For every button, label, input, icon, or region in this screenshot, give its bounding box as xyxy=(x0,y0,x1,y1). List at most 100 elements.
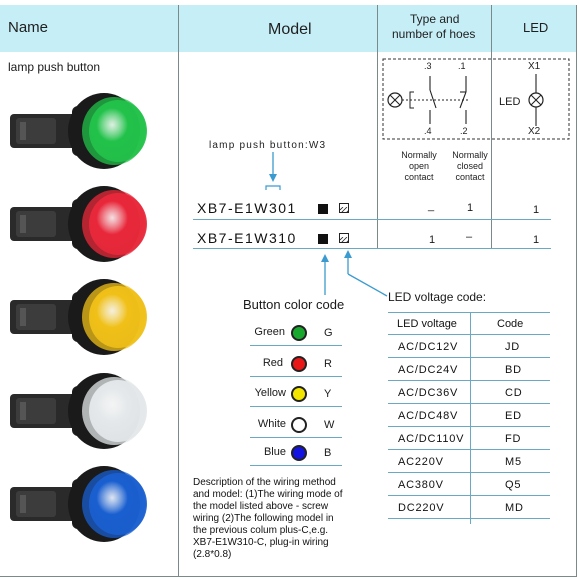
header-type-line2: number of hoes xyxy=(392,27,476,41)
model-row-2-line xyxy=(193,248,551,249)
header-led: LED xyxy=(523,20,549,35)
led-voltage-header-line xyxy=(388,334,550,335)
led-voltage-value: AC/DC48V xyxy=(398,410,459,422)
description-line: the previous colum plus-C,e.g. xyxy=(193,525,329,536)
led-voltage-value: DC220V xyxy=(398,502,445,514)
led-voltage-col2-header: Code xyxy=(497,318,524,330)
description-line: (2.8*0.8) xyxy=(193,549,232,560)
color-name-green: Green xyxy=(254,326,285,338)
model-code-label: lamp push button:W3 xyxy=(209,140,327,151)
color-swatch-white xyxy=(291,417,307,433)
lamp-green-image xyxy=(10,93,147,169)
color-row-underline xyxy=(250,465,342,466)
description-line: Description of the wiring method xyxy=(193,477,336,488)
model-row-1-filled-square xyxy=(318,204,328,214)
led-voltage-code: BD xyxy=(505,364,522,376)
model-row-1-code: XB7-E1W301 xyxy=(197,200,297,216)
model-code-pointer xyxy=(265,152,281,190)
led-voltage-row-line xyxy=(388,472,550,473)
color-swatch-yellow xyxy=(291,386,307,402)
lamp-red-image xyxy=(10,186,147,262)
code-pointer-arrows xyxy=(321,250,388,297)
color-code-red: R xyxy=(324,358,332,370)
terminal-x2: X2 xyxy=(528,126,541,137)
product-label: lamp push button xyxy=(8,60,101,74)
color-name-yellow: Yellow xyxy=(254,387,286,399)
description-line: the model listed above - screw xyxy=(193,501,329,512)
row-2-nc: – xyxy=(466,231,473,243)
led-voltage-title: LED voltage code: xyxy=(388,290,487,304)
col-divider-model xyxy=(377,5,378,248)
description-line: XB7-E1W310-C, plug-in wiring xyxy=(193,537,329,548)
wiring-diagram xyxy=(382,58,570,140)
led-voltage-row-line xyxy=(388,495,550,496)
led-voltage-code: JD xyxy=(505,341,521,353)
row-2-led: 1 xyxy=(533,234,540,246)
color-code-green: G xyxy=(324,327,333,339)
lamp-blue-image xyxy=(10,466,147,542)
color-row-underline xyxy=(250,345,342,346)
model-row-2-code: XB7-E1W310 xyxy=(197,230,297,246)
led-voltage-code: CD xyxy=(505,387,523,399)
header-model: Model xyxy=(268,21,312,38)
terminal-2: .2 xyxy=(460,126,468,136)
header-name: Name xyxy=(8,19,49,36)
col-divider-right xyxy=(576,5,577,577)
color-name-blue: Blue xyxy=(263,446,286,458)
row-2-no: 1 xyxy=(429,234,436,246)
led-voltage-value: AC/DC110V xyxy=(398,433,465,445)
led-voltage-code: Q5 xyxy=(505,479,522,491)
led-voltage-value: AC380V xyxy=(398,479,444,491)
row-1-no: _ xyxy=(428,200,435,212)
color-code-white: W xyxy=(324,419,335,431)
color-name-red: Red xyxy=(262,357,283,369)
color-swatch-green xyxy=(291,325,307,341)
led-voltage-row-line xyxy=(388,380,550,381)
model-row-1-hatched-square xyxy=(339,203,349,213)
description-line: wiring (2)The following model in xyxy=(193,513,334,524)
color-row-underline xyxy=(250,376,342,377)
color-code-blue: B xyxy=(324,447,332,459)
button-color-title: Button color code xyxy=(243,297,345,312)
led-diagram-label: LED xyxy=(499,96,521,108)
led-voltage-row-line xyxy=(388,449,550,450)
color-row-underline xyxy=(250,406,342,407)
led-voltage-row-line xyxy=(388,357,550,358)
led-voltage-code: M5 xyxy=(505,456,522,468)
description-line: and model: (1)The wiring mode of xyxy=(193,489,343,500)
table-header xyxy=(0,5,577,52)
terminal-x1: X1 xyxy=(528,61,541,72)
led-voltage-row-line xyxy=(388,518,550,519)
row-1-nc: 1 xyxy=(467,202,474,214)
lamp-yellow-image xyxy=(10,279,147,355)
color-code-yellow: Y xyxy=(324,388,332,400)
table-bottom-border xyxy=(0,576,577,577)
color-name-white: White xyxy=(257,418,286,430)
led-voltage-value: AC/DC12V xyxy=(398,341,459,353)
model-row-1-line xyxy=(193,219,551,220)
led-voltage-value: AC220V xyxy=(398,456,444,468)
led-voltage-code: FD xyxy=(505,433,522,445)
lamp-white-image xyxy=(10,373,147,449)
led-voltage-code: ED xyxy=(505,410,522,422)
header-type-line1: Type and xyxy=(410,12,460,26)
col-divider-type xyxy=(491,5,492,248)
model-row-2-hatched-square xyxy=(339,233,349,243)
led-voltage-top-line xyxy=(388,312,550,313)
led-voltage-value: AC/DC36V xyxy=(398,387,459,399)
color-swatch-red xyxy=(291,356,307,372)
terminal-4: .4 xyxy=(424,126,432,136)
col-divider-name xyxy=(178,5,179,577)
row-1-led: 1 xyxy=(533,204,540,216)
terminal-3: .3 xyxy=(424,61,432,71)
led-voltage-code: MD xyxy=(505,502,524,514)
model-row-2-filled-square xyxy=(318,234,328,244)
led-voltage-row-line xyxy=(388,426,550,427)
led-voltage-col-divider xyxy=(470,312,471,524)
color-row-underline xyxy=(250,437,342,438)
led-voltage-col1-header: LED voltage xyxy=(397,318,457,330)
terminal-1: .1 xyxy=(458,61,466,71)
